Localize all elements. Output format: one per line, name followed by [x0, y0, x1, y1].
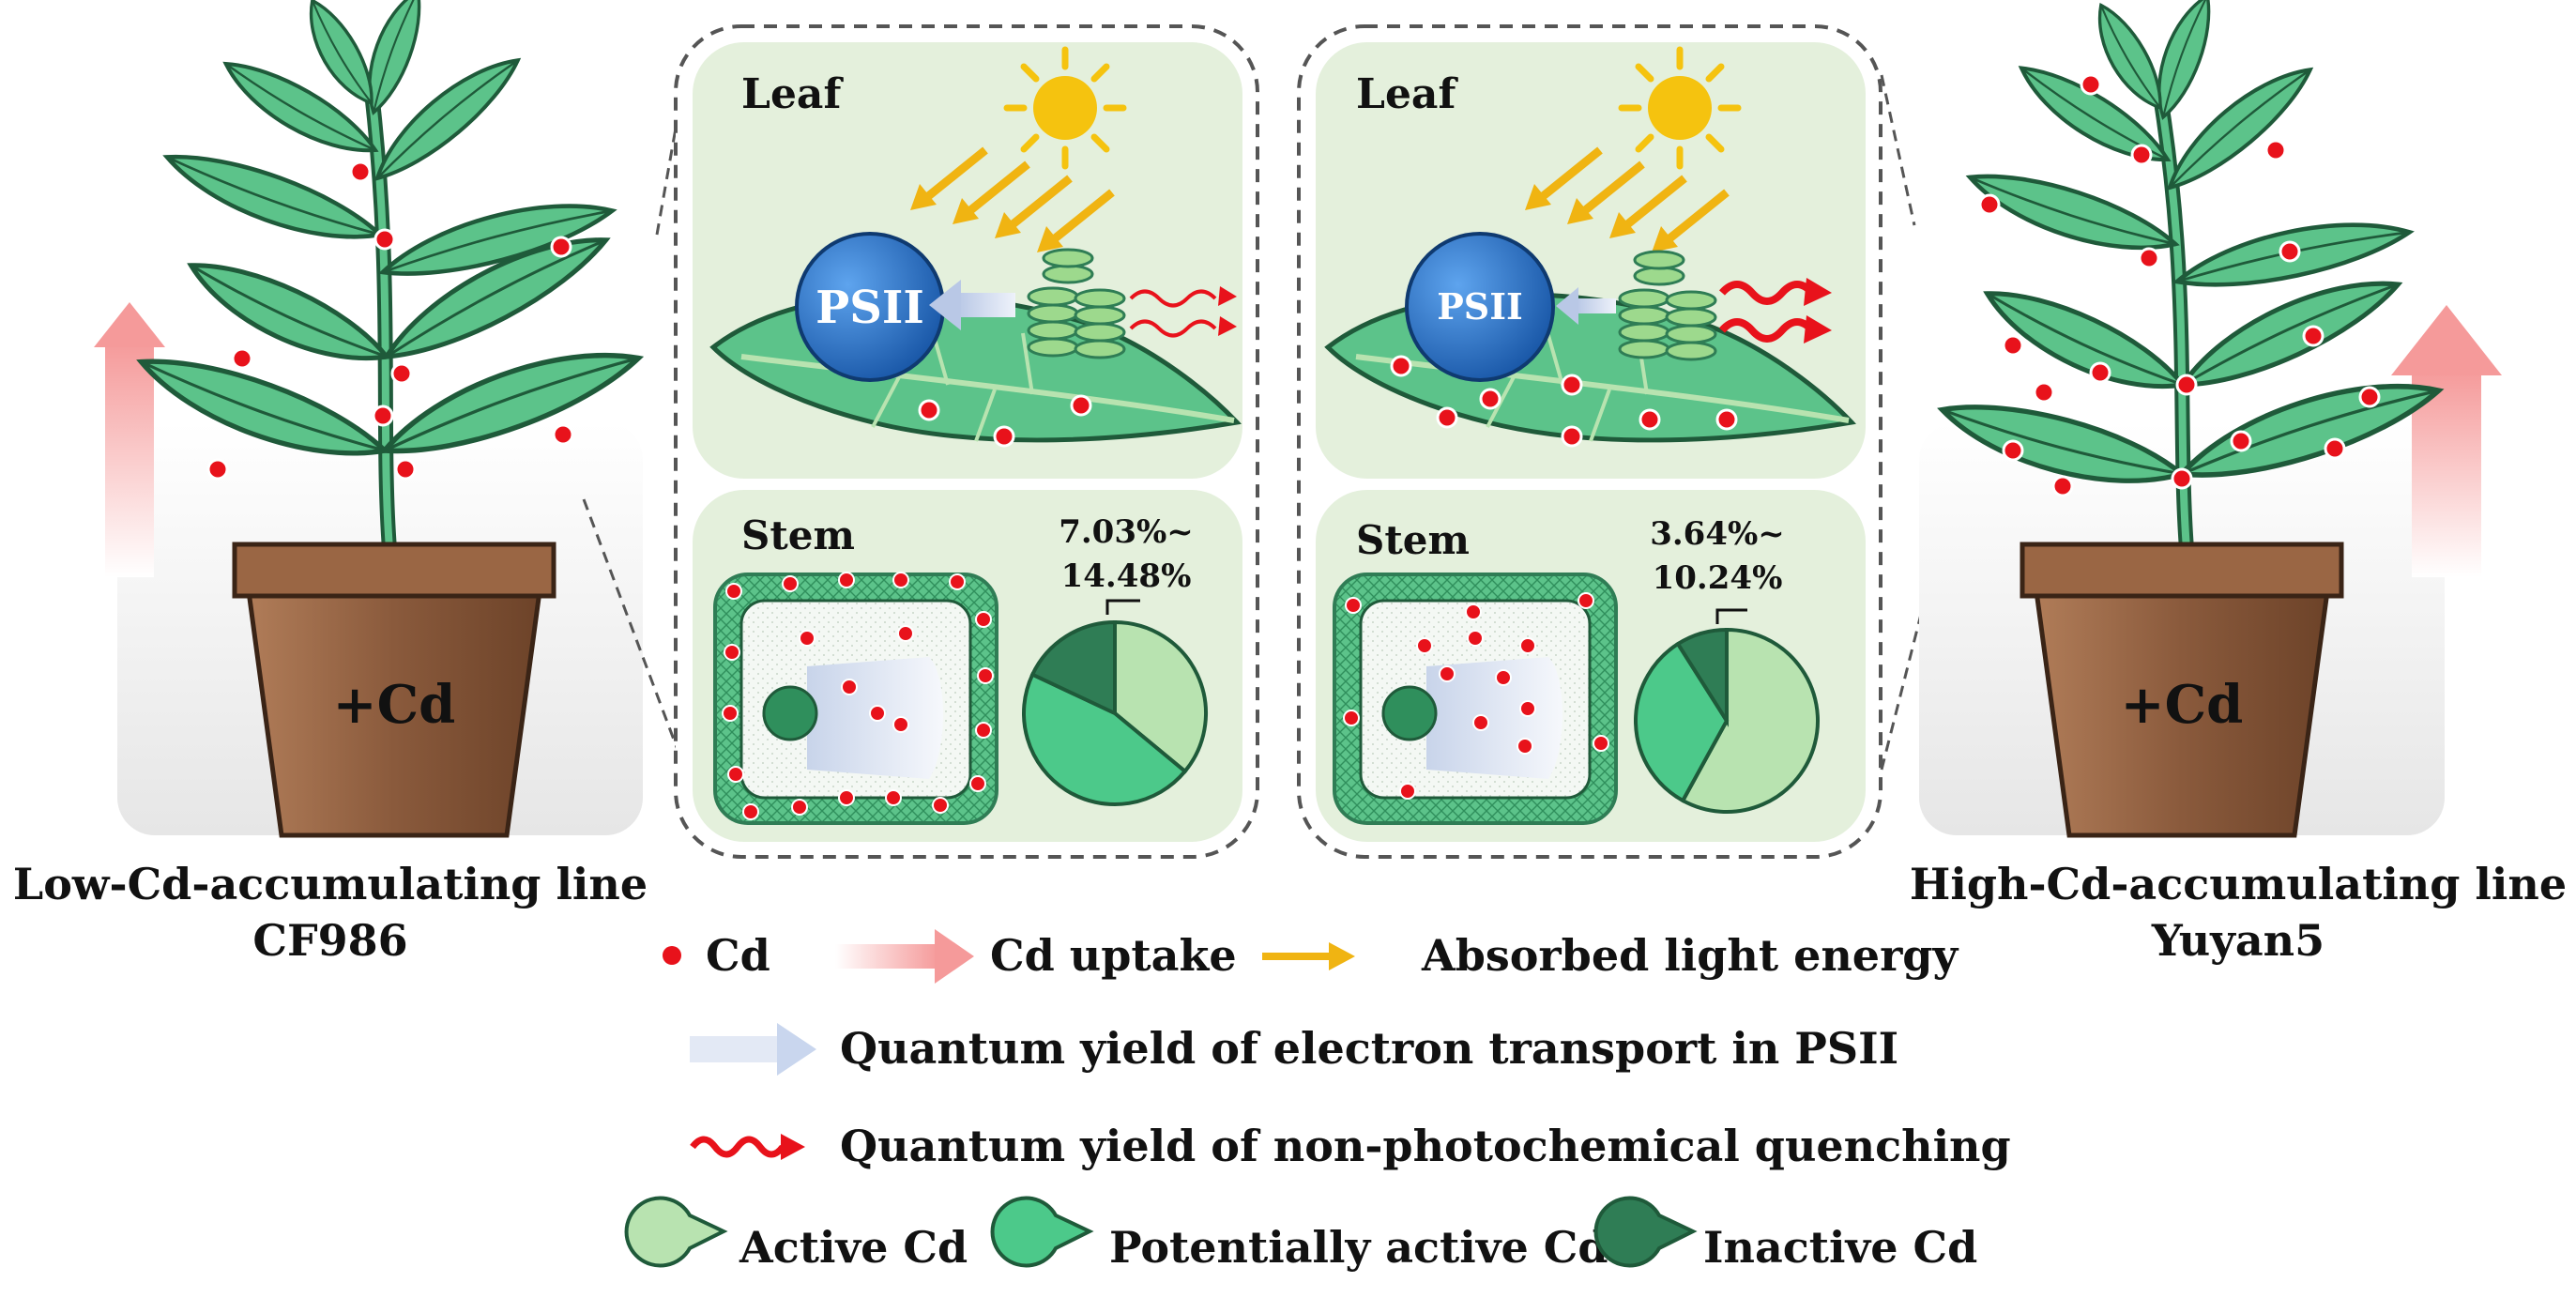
- stem-cell-left: [713, 573, 998, 825]
- legend-potentially-active-cd: Potentially active Cd: [1109, 1222, 1608, 1273]
- right-plant-cd-dots: [1978, 73, 2381, 497]
- legend-absorbed-light: Absorbed light energy: [1421, 930, 1959, 981]
- legend-cd: Cd: [706, 930, 770, 981]
- npq-wave-icon: [690, 1134, 805, 1160]
- sun-icon: [1622, 50, 1738, 166]
- pie-chart-right: [1634, 627, 1820, 814]
- cd-uptake-arrow-icon: [835, 929, 974, 984]
- range-left-line2: 14.48%: [1061, 557, 1192, 595]
- leaf-title-left: Leaf: [741, 70, 844, 118]
- right-pot-label: +Cd: [2121, 674, 2244, 736]
- psii-circle-right: [1405, 232, 1555, 382]
- electron-transport-arrow-icon: [690, 1023, 816, 1076]
- leaf-title-right: Leaf: [1356, 70, 1458, 118]
- absorbed-light-arrow-icon: [1262, 942, 1355, 970]
- range-right-line2: 10.24%: [1653, 559, 1783, 597]
- pie-slice-active-cd-right: [1680, 627, 1820, 814]
- inactive-cd-icon: [1593, 1196, 1698, 1268]
- npq-wave-right: [1719, 281, 1815, 343]
- thylakoid-stack-left: [1027, 248, 1126, 359]
- left-plant: +Cd Low-Cd-accumulating line CF986: [13, 0, 648, 966]
- panel-left: Leaf PSII: [674, 24, 1259, 859]
- legend-cd-uptake: Cd uptake: [990, 930, 1237, 981]
- range-left-line1: 7.03%~: [1059, 513, 1194, 551]
- thylakoid-stack-right: [1618, 250, 1717, 361]
- leaf-cd-dots-left: [918, 394, 1092, 448]
- pie-slice-inactive-cd-left: [1029, 619, 1117, 717]
- pie-callout-left: [1105, 599, 1140, 615]
- potentially-active-cd-icon: [990, 1196, 1094, 1268]
- pie-slice-potentially-active-cd-right: [1634, 641, 1730, 803]
- legend-active-cd: Active Cd: [739, 1222, 968, 1273]
- left-pot-label: +Cd: [333, 674, 456, 736]
- leaf-cd-dots-right: [1390, 355, 1738, 448]
- left-uptake-arrow: [94, 302, 165, 577]
- stem-cd-dots-left: [722, 572, 994, 820]
- left-pot: [232, 542, 556, 838]
- legend-inactive-cd: Inactive Cd: [1703, 1222, 1977, 1273]
- npq-wave-left: [1129, 289, 1217, 338]
- stem-cd-dots-right: [1343, 592, 1609, 800]
- left-caption-line2: CF986: [252, 915, 407, 966]
- legend-quantum-psii: Quantum yield of electron transport in P…: [840, 1023, 1898, 1074]
- active-cd-icon: [624, 1196, 728, 1268]
- panel-right: Leaf PSII: [1297, 24, 1882, 859]
- stem-title-right: Stem: [1356, 517, 1470, 563]
- right-caption-line2: Yuyan5: [2151, 915, 2324, 966]
- electron-arrow-left: [929, 280, 1015, 330]
- right-plant-stem: [2151, 83, 2194, 550]
- pie-slice-inactive-cd-right: [1675, 627, 1729, 727]
- range-right-line1: 3.64%~: [1650, 515, 1785, 553]
- pie-slice-active-cd-left: [1113, 619, 1208, 774]
- stem-title-left: Stem: [741, 512, 855, 558]
- right-plant: +Cd High-Cd-accumulating line Yuyan5: [1910, 0, 2567, 966]
- sun-icon: [1007, 50, 1123, 166]
- pie-callout-right: [1715, 608, 1747, 624]
- psii-label-left: PSII: [815, 282, 924, 334]
- right-caption-line1: High-Cd-accumulating line: [1910, 859, 2567, 909]
- pie-slice-potentially-active-cd-left: [1022, 672, 1188, 806]
- left-caption-line1: Low-Cd-accumulating line: [13, 859, 648, 909]
- electron-arrow-right: [1556, 287, 1616, 325]
- left-plant-cd-dots: [206, 160, 574, 481]
- left-plant-stem: [363, 84, 397, 550]
- legend: Cd Cd uptake Absorbed light energy Quant…: [624, 929, 2011, 1273]
- right-pot: [2020, 542, 2344, 838]
- pie-chart-left: [1022, 619, 1208, 806]
- psii-label-right: PSII: [1437, 285, 1523, 328]
- legend-quantum-npq: Quantum yield of non-photochemical quenc…: [840, 1121, 2011, 1171]
- cd-dot-icon: [663, 946, 681, 965]
